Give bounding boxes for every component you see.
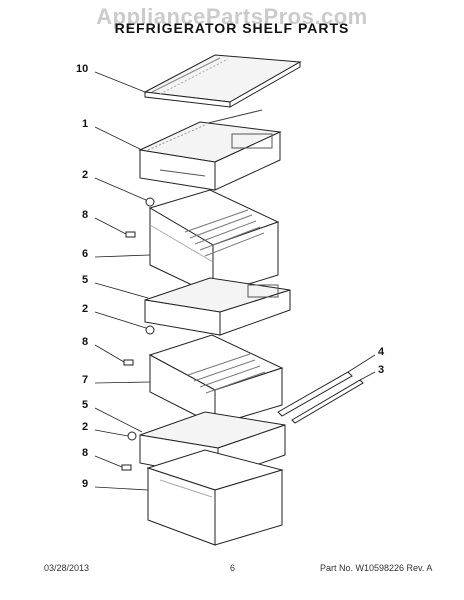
callout-8b: 8	[82, 336, 89, 348]
screw-8c	[121, 464, 132, 471]
screw-8a	[125, 231, 136, 238]
spacer-2a	[145, 197, 155, 207]
callout-9: 9	[82, 478, 89, 490]
callout-2b: 2	[82, 303, 89, 315]
footer-date: 03/28/2013	[44, 563, 90, 573]
crisper-drawer-9	[146, 449, 284, 546]
crisper-drawer-7	[148, 334, 284, 426]
callout-8c: 8	[82, 447, 89, 459]
shelf-5-glass-upper	[144, 277, 291, 336]
drawer-slide-4	[277, 371, 353, 417]
drawer-slide-3	[291, 379, 364, 424]
callout-1: 1	[82, 118, 89, 130]
spacer-2c	[127, 431, 137, 441]
page-title: REFRIGERATOR SHELF PARTS	[114, 20, 350, 36]
callout-7: 7	[82, 374, 89, 386]
callout-2c: 2	[82, 421, 89, 433]
crisper-drawer-6	[148, 189, 280, 296]
callout-5a: 5	[82, 274, 89, 286]
callout-10: 10	[76, 63, 89, 75]
footer-page: 6	[230, 563, 236, 573]
callout-3: 3	[378, 364, 385, 376]
callout-6: 6	[82, 248, 89, 260]
callout-4: 4	[378, 346, 385, 358]
screw-8b	[123, 359, 134, 366]
callout-5b: 5	[82, 399, 89, 411]
callout-2a: 2	[82, 169, 89, 181]
shelf-10-glass	[143, 54, 302, 126]
spacer-2b	[145, 325, 155, 335]
footer-part-no: Part No. W10598226 Rev. A	[320, 563, 433, 573]
shelf-1-glass	[138, 121, 282, 191]
callout-8a: 8	[82, 209, 89, 221]
